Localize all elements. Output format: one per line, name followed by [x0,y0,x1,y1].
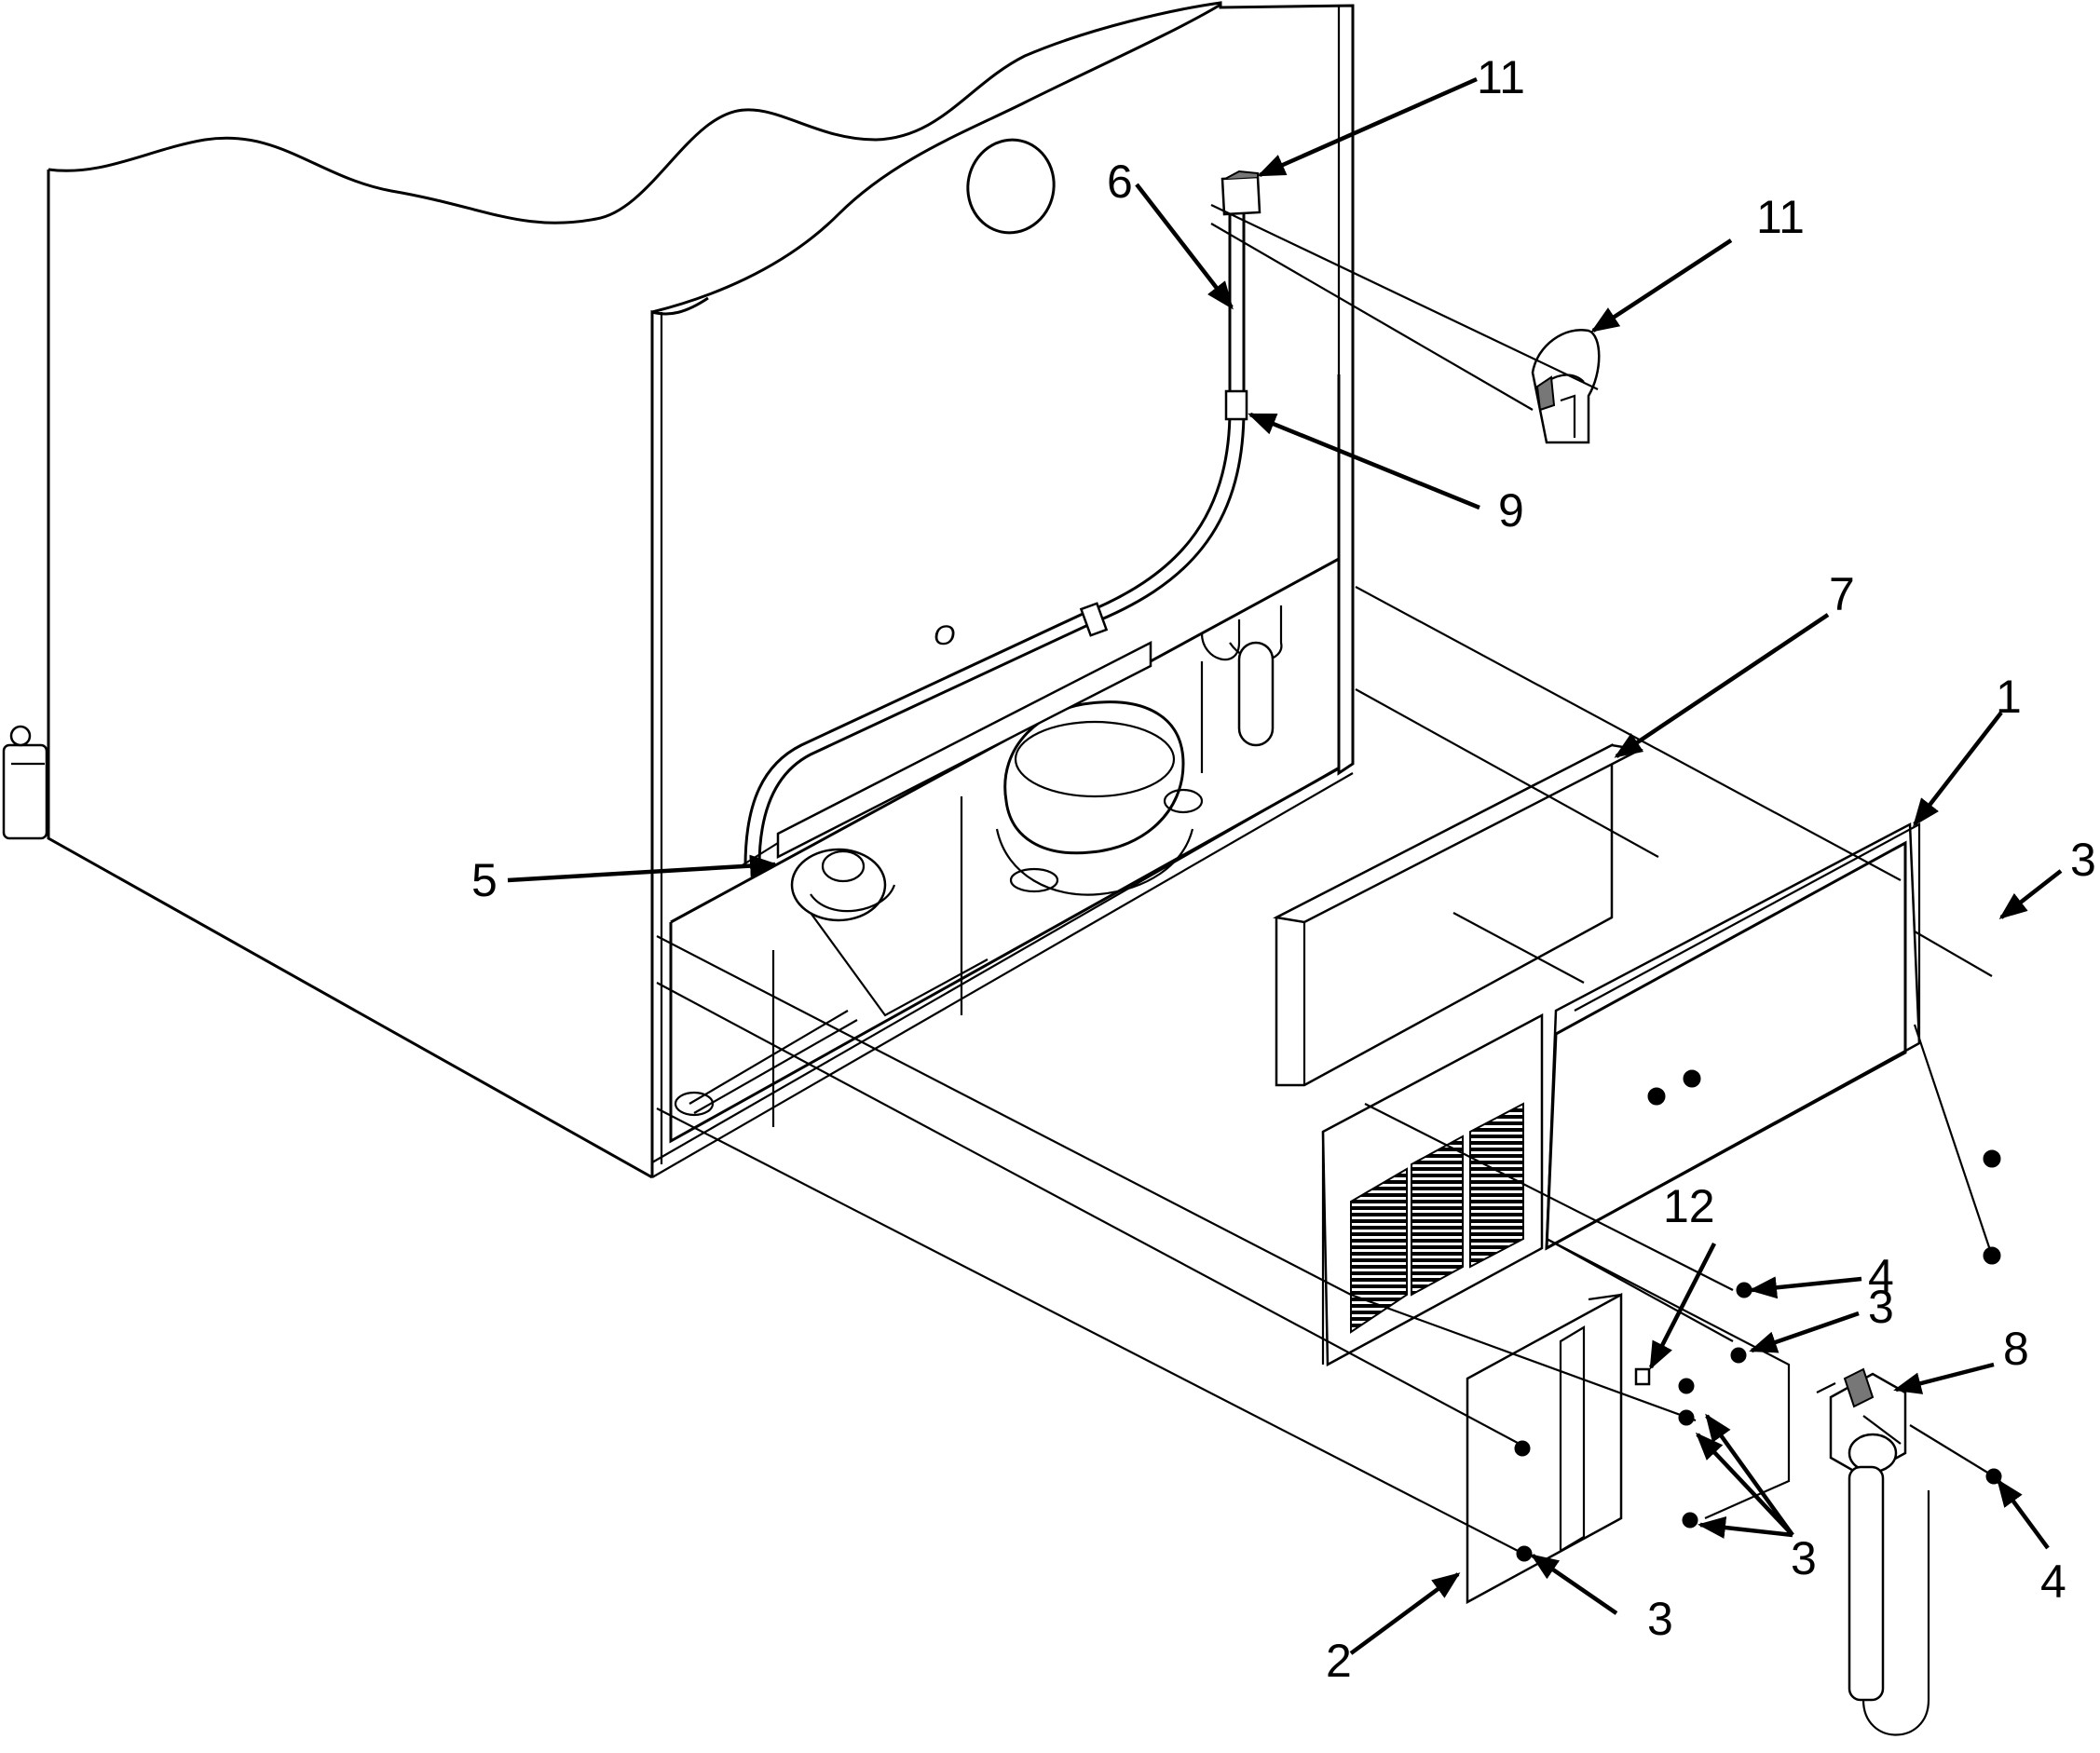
callout-4-a: 4 [1868,1250,1894,1302]
part-8-water-valve [1816,1367,1930,1736]
part-2-lower-panel [1466,1292,1623,1605]
callout-3-c: 3 [1791,1532,1817,1584]
leader-arrows [507,76,2063,1655]
fan-motor [790,848,887,922]
louvered-grille [1321,1012,1544,1367]
callout-8: 8 [2003,1323,2029,1375]
callout-1: 1 [1996,671,2022,723]
part-6-water-tube [743,186,1246,867]
callout-2: 2 [1326,1635,1352,1687]
callout-3-d: 3 [1647,1593,1673,1645]
callout-3-b: 3 [1868,1281,1894,1333]
callout-9: 9 [1498,484,1524,537]
callout-11: 11 [1756,191,1805,243]
screws [1514,1069,2002,1562]
callout-labels: 11 6 11 9 7 1 3 5 12 4 3 8 3 4 3 2 [471,51,2096,1687]
cabinet-side-panel [48,1,1355,776]
callout-5: 5 [471,854,498,906]
callout-4-b: 4 [2040,1556,2066,1608]
part-7-insulation-pad [1273,742,1643,1087]
cabinet-mark: O [934,620,955,651]
callout-7: 7 [1829,568,1855,620]
callout-6: 6 [1107,156,1133,208]
part-9-tube-clip [1224,389,1248,421]
callout-3-a: 3 [2070,834,2096,886]
part-10-valve-fitting [1220,170,1261,216]
callout-12: 12 [1663,1180,1715,1232]
part-5-insulation-strip [740,640,1152,867]
refrigerator-cabinet: O [2,1,1355,1179]
part-11-fitting-cover [1531,328,1601,444]
machine-compartment [669,557,1341,1144]
callout-10: 11 [1477,51,1525,103]
